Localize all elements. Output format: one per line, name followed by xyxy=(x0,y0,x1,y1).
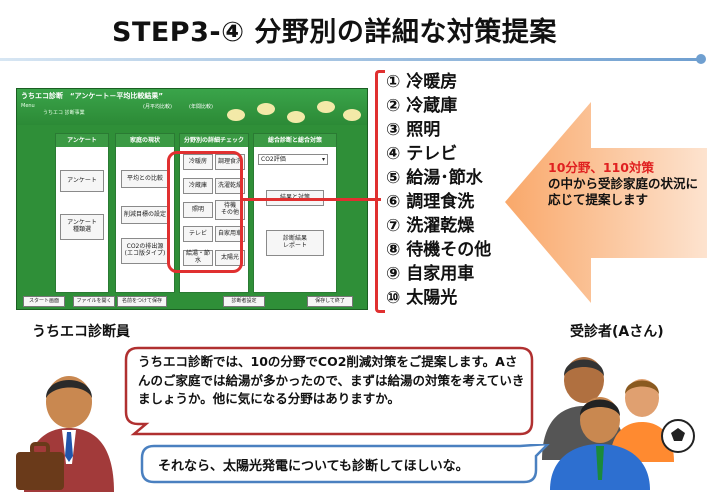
app-footer: スタート画面 ファイルを開く 名前をつけて保存 診断者設定 保存して終了 xyxy=(17,293,367,309)
leaf-decoration xyxy=(257,103,275,115)
field-item: ④ テレビ xyxy=(386,144,458,164)
survey-column: アンケート アンケート アンケート 種類選 xyxy=(55,133,109,293)
survey-type-button[interactable]: アンケート 種類選 xyxy=(60,214,104,240)
survey-button[interactable]: アンケート xyxy=(60,170,104,192)
field-item: ⑨ 自家用車 xyxy=(386,264,475,284)
save-as-button[interactable]: 名前をつけて保存 xyxy=(117,296,167,307)
detail-button-fridge[interactable]: 冷蔵庫 xyxy=(183,178,213,194)
leaf-decoration xyxy=(317,101,335,113)
title-underline xyxy=(0,58,702,61)
detail-button-solar[interactable]: 太陽光 xyxy=(215,250,245,266)
patient-label: 受診者(Aさん) xyxy=(570,324,664,340)
evaluation-select[interactable]: CO2評価▾ xyxy=(258,154,328,165)
leaf-decoration xyxy=(227,109,245,121)
arrow-message: 10分野、110対策 の中から受診家庭の状況に応じて提案します xyxy=(548,160,698,208)
detail-button-car[interactable]: 自家用車 xyxy=(215,226,245,242)
detail-button-lighting[interactable]: 照明 xyxy=(183,202,213,218)
detail-button-laundry[interactable]: 洗濯乾燥 xyxy=(215,178,245,194)
average-compare-button[interactable]: 平均との比較 xyxy=(121,170,169,188)
patient-speech-text: それなら、太陽光発電についても診断してほしいな。 xyxy=(158,459,469,474)
detail-check-column: 分野別の詳細チェック 冷暖房 調理食洗 冷蔵庫 洗濯乾燥 照明 待機 その他 テ… xyxy=(179,133,249,293)
start-screen-button[interactable]: スタート画面 xyxy=(23,296,65,307)
app-header: うちエコ診断 “アンケート－平均比較結果” Menu うちエコ 診断事業 (月平… xyxy=(17,89,367,125)
title-underline-dot xyxy=(696,54,706,64)
left-arrow-shape xyxy=(505,102,707,303)
patient-family-icon xyxy=(542,357,695,490)
survey-column-header: アンケート xyxy=(56,134,108,147)
co2-source-button[interactable]: CO2の排出源 (エコ版タイプ) xyxy=(121,238,169,264)
detail-check-column-header: 分野別の詳細チェック xyxy=(180,134,248,147)
app-name: うちエコ診断 “アンケート－平均比較結果” xyxy=(21,92,163,100)
target-setting-button[interactable]: 削減目標の設定 xyxy=(121,206,169,224)
diagnosis-column-header: 総合診断と総合対策 xyxy=(254,134,336,147)
app-body: アンケート アンケート アンケート 種類選 家庭の現状 平均との比較 削減目標の… xyxy=(17,125,367,293)
chevron-down-icon: ▾ xyxy=(321,156,325,163)
highlight-connector xyxy=(243,198,381,201)
list-bracket xyxy=(375,70,385,313)
arrow-body-text: の中から受診家庭の状況に応じて提案します xyxy=(548,176,699,207)
field-item: ⑥ 調理食洗 xyxy=(386,192,475,212)
detail-button-hotwater[interactable]: 給湯・節水 xyxy=(183,250,213,266)
diagnoser-settings-button[interactable]: 診断者設定 xyxy=(223,296,265,307)
slide-title: STEP3-④ 分野別の詳細な対策提案 xyxy=(112,17,557,48)
field-item: ⑩ 太陽光 xyxy=(386,288,458,308)
highlight-box xyxy=(167,151,243,273)
app-header-annual: (年間比較) xyxy=(189,104,213,110)
status-column-header: 家庭の現状 xyxy=(116,134,174,147)
doctor-avatar-icon xyxy=(16,376,114,492)
slide-title-area: STEP3-④ 分野別の詳細な対策提案 xyxy=(0,0,707,64)
doctor-speech-text: うちエコ診断では、10の分野でCO2削減対策をご提案します。Aさんのご家庭では給… xyxy=(138,354,525,406)
field-item: ⑤ 給湯･節水 xyxy=(386,168,483,188)
detail-button-tv[interactable]: テレビ xyxy=(183,226,213,242)
doctor-speech-bubble xyxy=(124,346,534,436)
arrow-highlight-text: 10分野、110対策 xyxy=(548,160,654,175)
status-column: 家庭の現状 平均との比較 削減目標の設定 CO2の排出源 (エコ版タイプ) xyxy=(115,133,175,293)
field-item: ⑦ 洗濯乾燥 xyxy=(386,216,475,236)
app-menu-label[interactable]: Menu xyxy=(21,103,35,109)
detail-button-standby[interactable]: 待機 その他 xyxy=(215,200,245,220)
open-file-button[interactable]: ファイルを開く xyxy=(73,296,115,307)
patient-speech-bubble xyxy=(140,444,550,484)
diagnosis-report-button[interactable]: 診断結果 レポート xyxy=(266,230,324,256)
diagnosis-column: 総合診断と総合対策 CO2評価▾ 結果と対策 診断結果 レポート xyxy=(253,133,337,293)
leaf-decoration xyxy=(287,111,305,123)
app-subtitle: うちエコ 診断事業 xyxy=(43,110,85,116)
field-item: ① 冷暖房 xyxy=(386,72,458,92)
save-exit-button[interactable]: 保存して終了 xyxy=(307,296,353,307)
doctor-label: うちエコ診断員 xyxy=(32,324,130,340)
app-header-monthly: (月平均比較) xyxy=(143,104,172,110)
field-item: ③ 照明 xyxy=(386,120,441,140)
leaf-decoration xyxy=(343,109,361,121)
field-item: ② 冷蔵庫 xyxy=(386,96,458,116)
field-item: ⑧ 待機その他 xyxy=(386,240,492,260)
detail-button-heating[interactable]: 冷暖房 xyxy=(183,154,213,170)
